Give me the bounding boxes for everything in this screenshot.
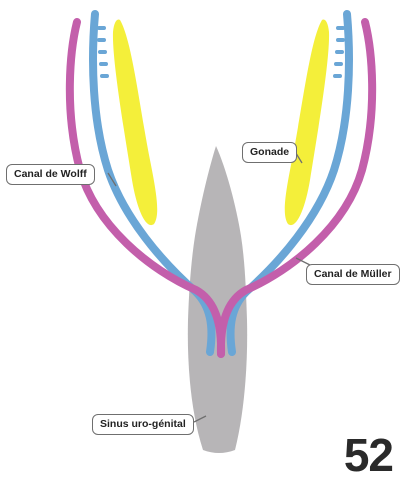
label-canal-de-wolff: Canal de Wolff [6, 164, 95, 185]
label-gonade: Gonade [242, 142, 297, 163]
label-sinus-uro-genital: Sinus uro-génital [92, 414, 194, 435]
label-canal-de-muller: Canal de Müller [306, 264, 400, 285]
page-number: 52 [344, 432, 393, 478]
